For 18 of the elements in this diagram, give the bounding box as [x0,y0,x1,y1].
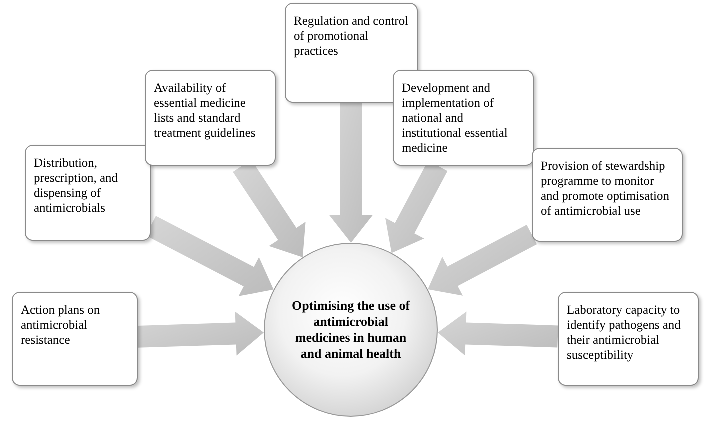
strategy-box [558,292,699,386]
strategy-box [145,70,276,166]
block-arrow [329,103,374,243]
strategy-text: Regulation and control of promotional practices [294,14,409,59]
strategy-box [25,145,151,241]
goal-text: Optimising the use of antimicrobial medicines in human and animal health [291,298,411,362]
strategy-text: Availability of essential medicine lists and standard treatment guidelines [154,81,257,141]
strategy-box [393,70,534,166]
block-arrow [138,312,264,356]
strategy-text: Development and implementation of national and institutional essential medicine [402,81,509,156]
strategy-text: Action plans on antimicrobial resistance [21,303,102,348]
strategy-box [532,148,683,242]
strategy-text: Provision of stewardship programme to monitor and promote optimisation of antimicrobial use [541,159,670,219]
strategy-text: Distribution, prescription, and dispensing of antimicrobials [34,156,120,216]
strategy-text: Laboratory capacity to identify pathogens and their antimicrobial susceptibility [567,303,682,363]
strategy-box [12,292,138,386]
block-arrow [438,312,558,356]
block-arrow [428,225,538,296]
